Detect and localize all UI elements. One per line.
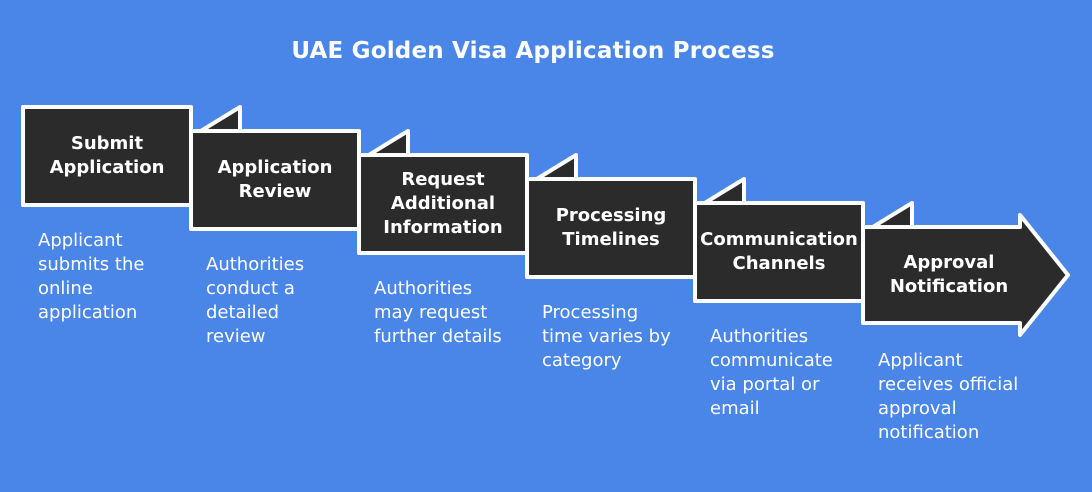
step-box-4 [525,177,697,279]
step-description-5: Authorities communicate via portal or em… [710,326,833,419]
step-description-2: Authorities conduct a detailed review [206,254,305,347]
step-label-3: Request Additional Information [383,169,503,238]
step-description-6: Applicant receives official approval not… [878,350,1019,443]
step-description-1: Applicant submits the online application [38,230,145,323]
step-box-2 [189,129,361,231]
step-label-1: Submit Application [49,133,165,178]
step-arrow-6 [861,213,1070,337]
step-description-3: Authorities may request further details [374,278,502,347]
step-box-3 [357,153,529,255]
step-label-5: Communication Channels [700,229,858,274]
step-label-6: Approval Notification [889,252,1009,297]
step-description-4: Processing time varies by category [542,302,671,371]
diagram-title: UAE Golden Visa Application Process [291,38,775,64]
step-box-5 [693,201,865,303]
step-label-2: Application Review [217,157,333,202]
step-label-4: Processing Timelines [555,205,667,250]
